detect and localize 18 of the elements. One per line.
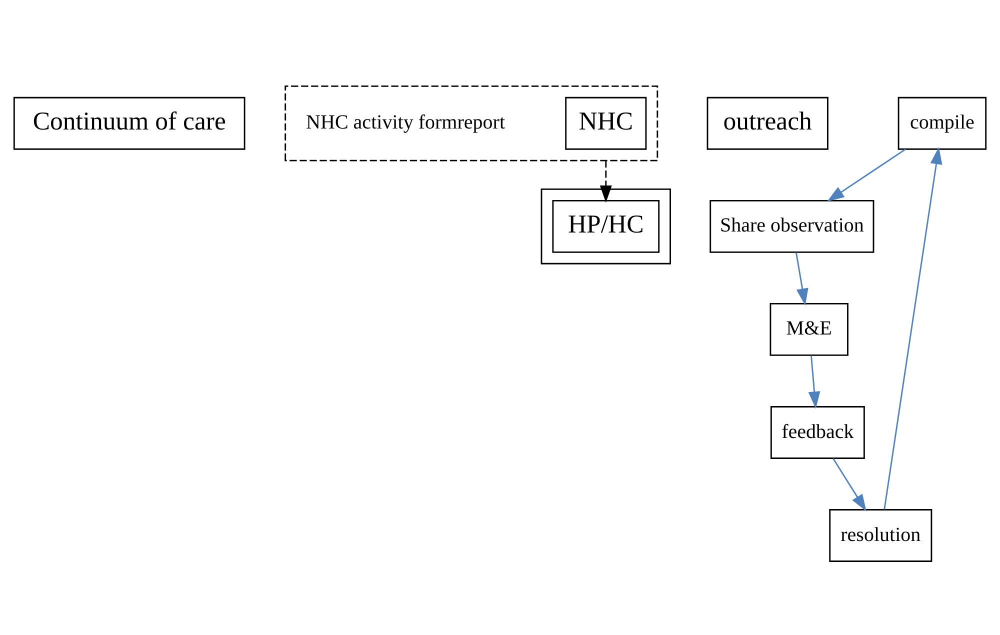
arrow (600, 160, 612, 202)
label: NHC activity formreport (306, 111, 506, 134)
node-box: Share observation (710, 199, 874, 252)
node-box: outreach (706, 96, 828, 150)
node-box: resolution (829, 508, 932, 562)
arrow (827, 148, 906, 202)
node-box: Continuum of care (13, 96, 246, 150)
node-box: M&E (770, 302, 848, 356)
node-box: feedback (770, 406, 865, 458)
arrow (884, 146, 942, 509)
cluster (540, 188, 671, 264)
arrow (832, 458, 866, 511)
node-box: NHC (565, 96, 647, 150)
node-box: HP/HC (552, 199, 660, 252)
cluster (284, 84, 658, 161)
node-box: compile (898, 96, 987, 150)
arrow (795, 252, 808, 306)
arrow (808, 355, 820, 408)
